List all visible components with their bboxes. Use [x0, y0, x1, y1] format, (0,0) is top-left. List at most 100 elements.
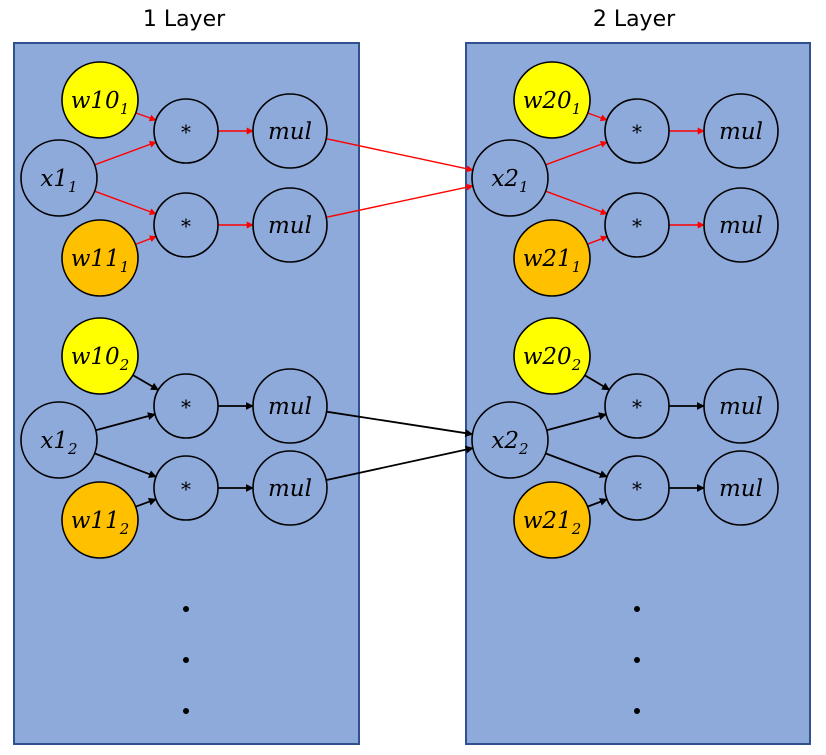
layer2-group1-weight-top-node-circle	[513, 61, 591, 139]
layer2-group2-input-node-label-main: x2	[491, 428, 519, 454]
layer1-group1-mul-bottom-node-circle	[252, 187, 328, 263]
layer1-group2-edge-wtop-to-mult-top	[132, 374, 159, 391]
layer2-group1-input-node-label-sub: 1	[519, 178, 529, 196]
layer1-group1-multiply-top-node-label: *	[181, 120, 191, 144]
cross-layer-group1-edge-bottom	[326, 183, 474, 218]
layer1-group1-weight-top-node: w101	[61, 61, 139, 139]
layer1-group2-weight-bottom-node-circle	[61, 481, 139, 559]
layer1-group2-edge-x-to-mult-bottom	[94, 452, 157, 478]
layer1-group2-multiply-top-node-label: *	[181, 395, 191, 419]
layer1-group2-weight-top-node-label-sub: 2	[119, 356, 130, 374]
layer1-group2-multiply-bottom-node: *	[153, 455, 219, 521]
layer2-group2-weight-top-node-label: w202	[523, 344, 582, 374]
layer2-group2-mul-top-node-label: mul	[719, 394, 763, 420]
layer1-group2-input-node-label-main: x1	[40, 428, 68, 454]
layer1-group2-weight-top-node-label: w102	[71, 344, 130, 374]
layer1-group2-edge-wbottom-to-mult-bottom	[135, 497, 157, 508]
layer1-group1-weight-top-node-label-main: w10	[71, 88, 120, 114]
layer1-group1-weight-bottom-node-circle	[61, 219, 139, 297]
layer2-group2-multiply-top-node-label: *	[632, 395, 642, 419]
layer1-group1-weight-bottom-node-label-main: w11	[71, 246, 120, 272]
layer1-group1-weight-top-node-label-sub: 1	[120, 100, 130, 118]
layer2-group1-mul-bottom-node: mul	[703, 187, 779, 263]
layer2-ellipsis-dot-3	[634, 708, 640, 714]
layer2-group1-multiply-top-node-label: *	[632, 120, 642, 144]
layer2-group2-mul-top-node-circle	[703, 368, 779, 444]
layer2-group2-weight-bottom-node: w212	[513, 481, 591, 559]
cross-layer-group2-edge-top	[326, 410, 474, 438]
layer1-title: 1 Layer	[143, 7, 226, 32]
layer2-group2-mul-bottom-node: mul	[703, 450, 779, 526]
layer2-group2-weight-bottom-node-label-sub: 2	[571, 520, 582, 538]
layer2-group1-input-node-label-main: x2	[491, 166, 519, 192]
layer2-group2-mul-top-node-label-main: mul	[719, 394, 763, 420]
layer1-group1-multiply-bottom-node-circle	[153, 192, 219, 258]
layer1-group1-mul-top-node-label-main: mul	[268, 119, 312, 145]
layer2-group2-mul-bottom-node-label-main: mul	[719, 476, 763, 502]
layer1-group1-mul-bottom-node-label: mul	[268, 213, 312, 239]
layer2-group2-multiply-bottom-node: *	[604, 455, 670, 521]
layer2-group1-mul-bottom-node-label: mul	[719, 213, 763, 239]
layer2-group2-edge-x-to-mult-top	[546, 412, 607, 432]
layer2-group2-weight-top-node-circle	[513, 317, 591, 395]
layer2-group1-weight-top-node-label-sub: 1	[572, 100, 582, 118]
layer1-group2-weight-bottom-node-label-main: w11	[71, 508, 120, 534]
layer2-group2-input-node-circle	[471, 401, 549, 479]
layer2-group1-multiply-top-node: *	[604, 98, 670, 164]
layer1-group1-input-node-circle	[20, 139, 98, 217]
layer2-group1-multiply-bottom-node-circle	[604, 192, 670, 258]
layer1-group2-mul-top-node-circle	[252, 368, 328, 444]
layer1-ellipsis-dot-2	[183, 657, 189, 663]
layer1-group1-mul-top-node-circle	[252, 93, 328, 169]
layer2-group1-multiply-bottom-node: *	[604, 192, 670, 258]
layer2-group1-mul-top-node-label-main: mul	[719, 119, 763, 145]
layer1-group2-mul-top-node-label-main: mul	[268, 394, 312, 420]
layer2-group1-edge-x-to-mult-top	[545, 141, 608, 166]
layer2-group2-weight-top-node-label-main: w20	[523, 344, 572, 370]
layer2-group1-multiply-top-node-circle	[604, 98, 670, 164]
layer1-group2-input-node: x12	[20, 401, 98, 479]
layer1-group1-edge-x-to-mult-bottom	[94, 190, 157, 215]
layer2-group2-weight-top-node-label-sub: 2	[571, 356, 582, 374]
layer1-group1-weight-top-node-circle	[61, 61, 139, 139]
layer1-group1-weight-top-node-label: w101	[71, 88, 130, 118]
layer1-group1-multiply-bottom-node-label: *	[181, 214, 191, 238]
layer2-group1-weight-bottom-node-label: w211	[523, 246, 582, 276]
layer2-ellipsis-dot-2	[634, 657, 640, 663]
layer1-group1-input-node-label-sub: 1	[68, 178, 78, 196]
layer2-group2-mul-top-node: mul	[703, 368, 779, 444]
layer1-group2-weight-top-node-circle	[61, 317, 139, 395]
layer2-group1-weight-bottom-node-label-sub: 1	[572, 258, 582, 276]
layer2-title: 2 Layer	[593, 7, 676, 32]
layer1-group1-mul-bottom-node-label-main: mul	[268, 213, 312, 239]
layer2-group2-mul-bottom-node-label: mul	[719, 476, 763, 502]
layer2-group1-weight-top-node-label: w201	[523, 88, 582, 118]
layer1-group1-edge-wbottom-to-mult-bottom	[135, 235, 157, 246]
layer2-ellipsis-dot-1	[634, 606, 640, 612]
layer1-group1-mul-top-node-label: mul	[268, 119, 312, 145]
layer1-group2-multiply-bottom-node-label: *	[181, 477, 191, 501]
layer1-group2-input-node-label-sub: 2	[67, 440, 78, 458]
layer1-group1-multiply-bottom-node: *	[153, 192, 219, 258]
cross-layer-group1-edge-top	[326, 138, 474, 173]
layer1-group1-mul-top-node: mul	[252, 93, 328, 169]
layer2-group2-input-node-label: x22	[491, 428, 528, 458]
layer2-group2-weight-bottom-node-circle	[513, 481, 591, 559]
layer1-group2-mul-bottom-node-circle	[252, 450, 328, 526]
layer2-group2-weight-top-node: w202	[513, 317, 591, 395]
layer2-group1-weight-top-node-label-main: w20	[523, 88, 572, 114]
layer1-group2-mul-top-node: mul	[252, 368, 328, 444]
layer1-group2-weight-top-node-label-main: w10	[71, 344, 120, 370]
layer2-group1-weight-bottom-node: w211	[513, 219, 591, 297]
layer1-group1-weight-bottom-node: w111	[61, 219, 139, 297]
layer1-group2-weight-bottom-node-label-sub: 2	[119, 520, 130, 538]
layer1-group2-mul-top-node-label: mul	[268, 394, 312, 420]
layer1-group1-input-node-label-main: x1	[40, 166, 68, 192]
layer1-group1-weight-bottom-node-label-sub: 1	[120, 258, 130, 276]
layer1-group2-weight-bottom-node-label: w112	[71, 508, 130, 538]
layer1-group1-mul-bottom-node: mul	[252, 187, 328, 263]
layer2-group1-mul-bottom-node-label-main: mul	[719, 213, 763, 239]
layer1-group1-edge-x-to-mult-top	[94, 141, 157, 166]
layer2-group1-weight-bottom-node-label-main: w21	[523, 246, 572, 272]
